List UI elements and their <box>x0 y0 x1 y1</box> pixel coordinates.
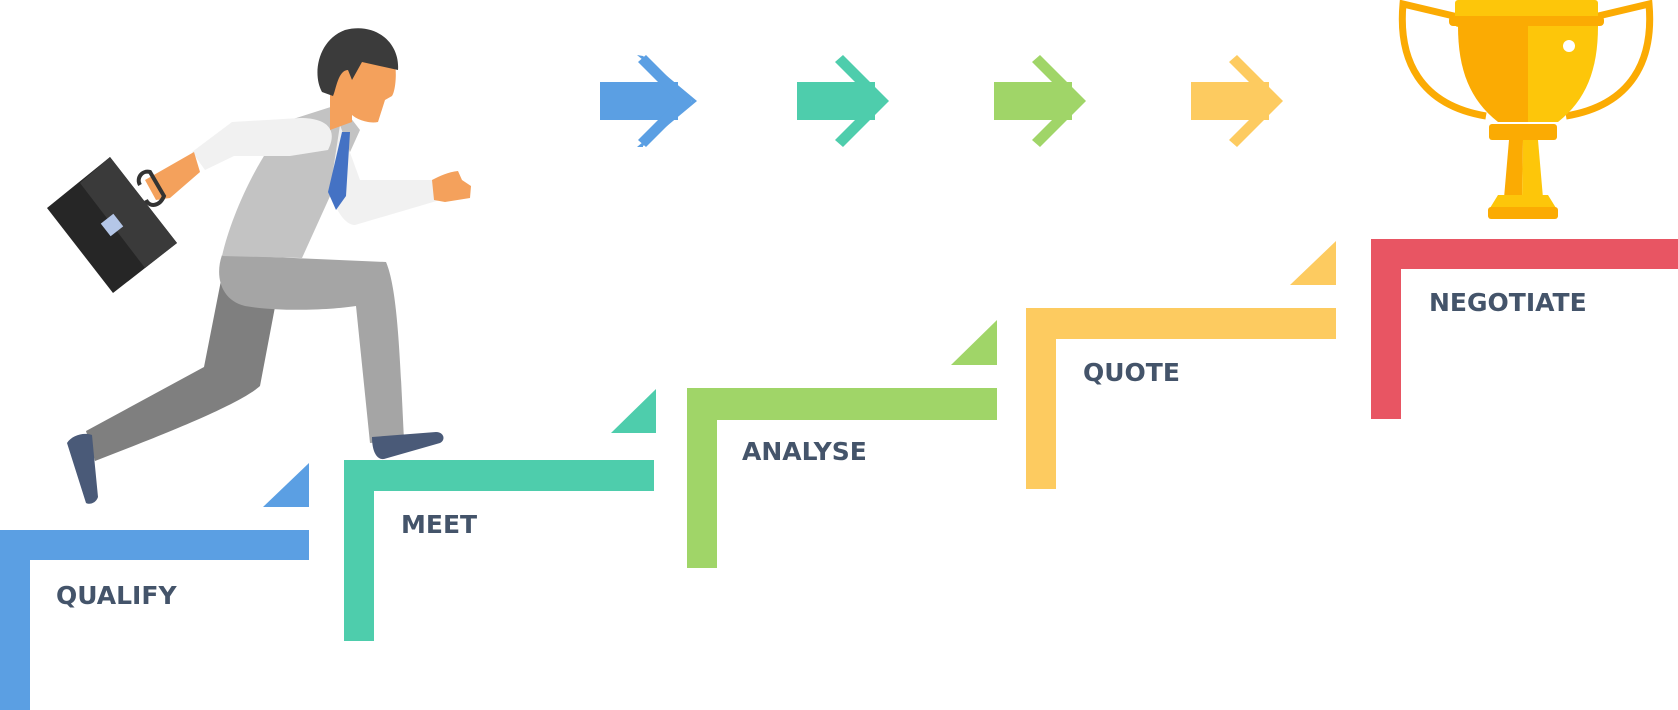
trophy-cup-right <box>1528 26 1598 122</box>
step-quote-bracket <box>1026 308 1336 489</box>
businessman-running-icon <box>47 28 471 504</box>
front-leg <box>219 255 404 443</box>
step-negotiate-bracket <box>1371 239 1678 419</box>
arrow-3 <box>994 55 1086 147</box>
arrow-1 <box>600 55 697 147</box>
trophy-stem-left <box>1504 140 1523 198</box>
arrow-1-chevron <box>638 55 692 147</box>
step-meet: MEET <box>344 389 656 641</box>
front-arm-sleeve <box>330 125 440 225</box>
step-qualify-bracket <box>0 530 309 710</box>
head-hair <box>317 28 399 96</box>
trophy-shine <box>1563 40 1575 52</box>
trophy-right-handle <box>1565 0 1654 120</box>
step-quote: QUOTE <box>1026 241 1336 489</box>
trophy-left-handle <box>1398 0 1487 120</box>
step-negotiate-label: NEGOTIATE <box>1429 288 1587 317</box>
arrow-4-chevron <box>1229 55 1283 147</box>
tie <box>328 132 350 210</box>
back-arm-sleeve <box>192 118 332 170</box>
step-analyse-corner-triangle <box>951 320 997 365</box>
back-shoe <box>67 433 98 504</box>
step-meet-bracket <box>344 460 654 641</box>
back-leg <box>86 255 282 461</box>
front-shoe <box>372 432 444 460</box>
trophy-stem-right <box>1522 140 1543 198</box>
arrow-2-chevron <box>835 55 889 147</box>
arrow-4 <box>1191 55 1283 147</box>
briefcase-clasp <box>100 213 124 237</box>
trophy-collar <box>1489 124 1557 140</box>
step-qualify-corner-triangle <box>263 463 309 507</box>
step-analyse: ANALYSE <box>687 320 997 568</box>
step-quote-corner-triangle <box>1290 241 1336 285</box>
trophy-plinth <box>1488 207 1558 219</box>
briefcase-icon <box>47 157 177 293</box>
trophy-base <box>1490 195 1556 208</box>
trophy-rim-shade <box>1449 16 1604 26</box>
step-meet-label: MEET <box>401 510 477 539</box>
step-negotiate: NEGOTIATE <box>1371 239 1678 419</box>
trophy-cup-left <box>1458 26 1528 122</box>
step-analyse-bracket <box>687 388 997 568</box>
step-analyse-label: ANALYSE <box>742 437 867 466</box>
step-meet-corner-triangle <box>611 389 656 433</box>
briefcase-handle <box>136 169 167 207</box>
step-quote-label: QUOTE <box>1083 358 1180 387</box>
step-qualify-label: QUALIFY <box>56 581 177 610</box>
briefcase-flap <box>80 157 177 268</box>
trophy-icon <box>1398 0 1654 219</box>
arrow-3-chevron <box>1032 55 1086 147</box>
step-qualify: QUALIFY <box>0 463 309 710</box>
front-hand <box>432 171 471 202</box>
arrow-2 <box>797 55 889 147</box>
